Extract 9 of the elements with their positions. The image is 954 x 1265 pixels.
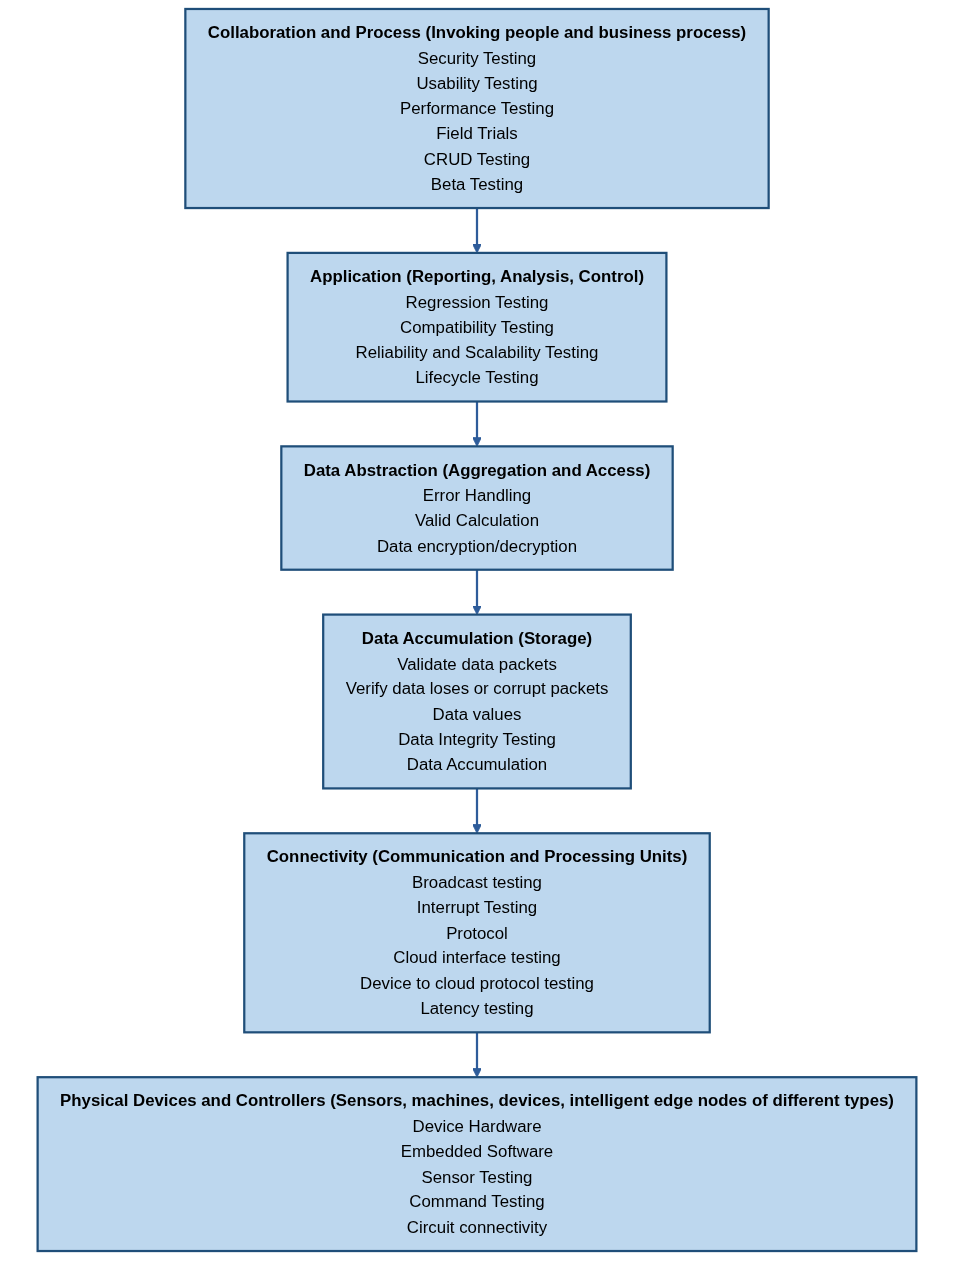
node-box: Data Accumulation (Storage) Validate data packets Verify data loses or corrupt packets Data values Data Integrity Testing Data Accumulation	[322, 613, 632, 790]
node-box: Application (Reporting, Analysis, Control) Regression Testing Compatibility Testing Reliability and Scalability Testing Lifecycle Testing	[286, 251, 668, 403]
arrow	[472, 788, 482, 834]
node-box: Data Abstraction (Aggregation and Access) Error Handling Valid Calculation Data encryption/decryption	[280, 445, 674, 571]
node-box: Physical Devices and Controllers (Sensors, machines, devices, intelligent edge nodes of different types) Device Hardware Embedded Software Sensor Testing Command Testing Circuit connectivity	[36, 1076, 918, 1253]
arrow	[472, 1032, 482, 1078]
node-box: Collaboration and Process (Invoking people and business process) Security Testing Usability Testing Performance Testing Field Trials CRUD Testing Beta Testing	[184, 7, 770, 210]
arrow	[472, 401, 482, 447]
node-box: Connectivity (Communication and Processing Units) Broadcast testing Interrupt Testing Protocol Cloud interface testing Device to cloud protocol testing Latency testing	[243, 832, 711, 1034]
